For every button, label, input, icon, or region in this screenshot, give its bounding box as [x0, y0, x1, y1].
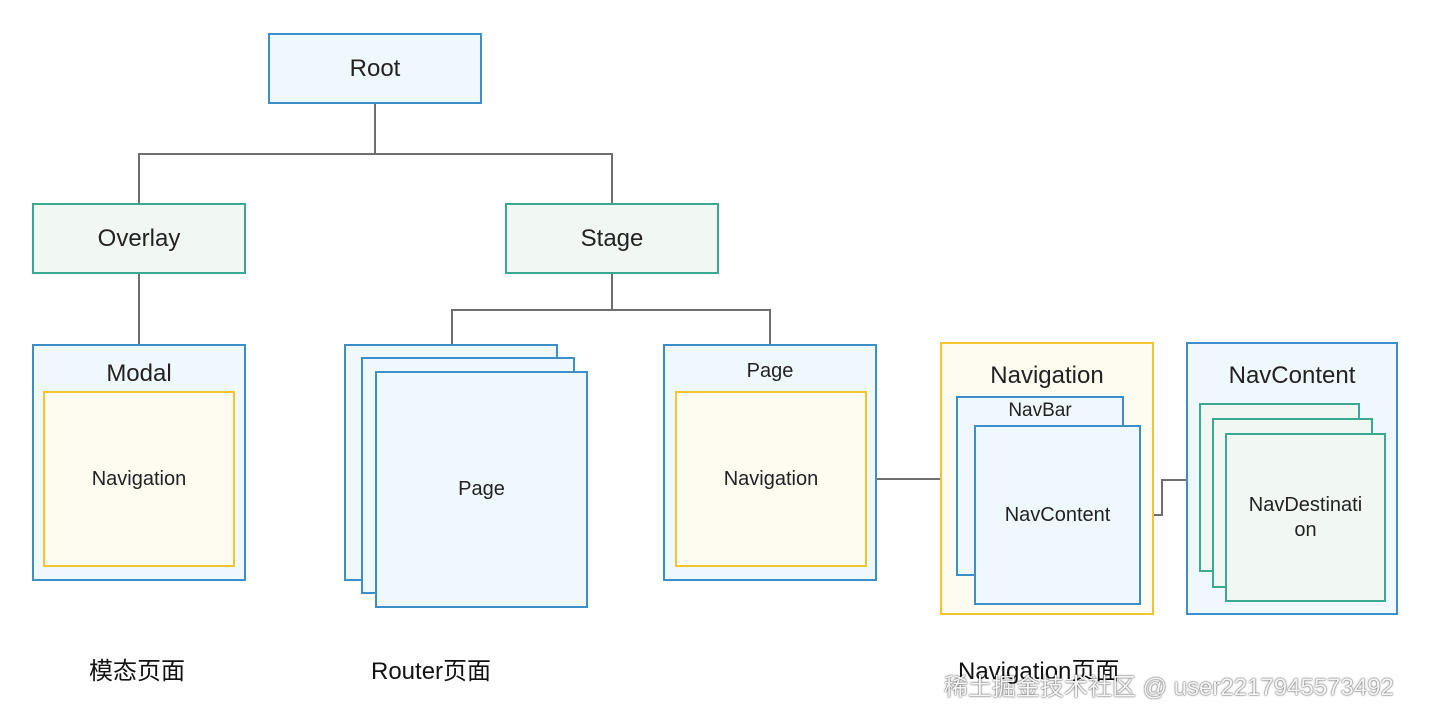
navdestination-front: NavDestinati on — [1225, 433, 1386, 602]
router-page-label: Page — [458, 478, 505, 500]
page-navigation-label: Navigation — [723, 467, 819, 490]
connector-navcontent-c — [1161, 479, 1187, 481]
modal-label: Modal — [106, 360, 172, 387]
connector-to-page — [769, 309, 771, 345]
stage-node: Stage — [505, 203, 719, 274]
page-label: Page — [746, 360, 794, 382]
root-node: Root — [268, 33, 482, 104]
navcontent-inner-node: NavContent — [974, 425, 1141, 605]
connector-root-down — [374, 104, 376, 154]
overlay-node: Overlay — [32, 203, 246, 274]
router-caption: Router页面 — [371, 658, 492, 685]
page-node: Page Navigation — [663, 344, 877, 581]
navbar-label: NavBar — [1008, 400, 1072, 421]
watermark: 稀土掘金技术社区 @ user2217945573492 — [944, 674, 1394, 701]
page-navigation-node: Navigation — [675, 391, 867, 567]
navcontent-inner-label: NavContent — [1004, 503, 1111, 526]
overlay-label: Overlay — [97, 224, 181, 252]
navigation-label: Navigation — [990, 362, 1104, 389]
modal-node: Modal Navigation — [32, 344, 246, 581]
connector-to-router-pages — [451, 309, 453, 345]
modal-navigation-label: Navigation — [91, 467, 187, 490]
connector-navcontent-b — [1161, 479, 1163, 516]
connector-root-horizontal — [138, 153, 613, 155]
navdestination-label: NavDestinati on — [1248, 493, 1363, 541]
connector-overlay-modal — [138, 274, 140, 345]
connector-page-navigation — [865, 478, 942, 480]
stage-label: Stage — [580, 224, 644, 252]
navcontent-label: NavContent — [1228, 362, 1356, 389]
root-label: Root — [349, 54, 401, 82]
router-page-front: Page — [375, 371, 588, 608]
modal-caption: 模态页面 — [89, 658, 185, 685]
modal-navigation-node: Navigation — [43, 391, 235, 567]
connector-stage-down — [611, 274, 613, 310]
connector-to-stage — [611, 153, 613, 204]
navigation-caption: Navigation页面 — [958, 658, 1120, 685]
connector-stage-horizontal — [451, 309, 771, 311]
connector-to-overlay — [138, 153, 140, 204]
